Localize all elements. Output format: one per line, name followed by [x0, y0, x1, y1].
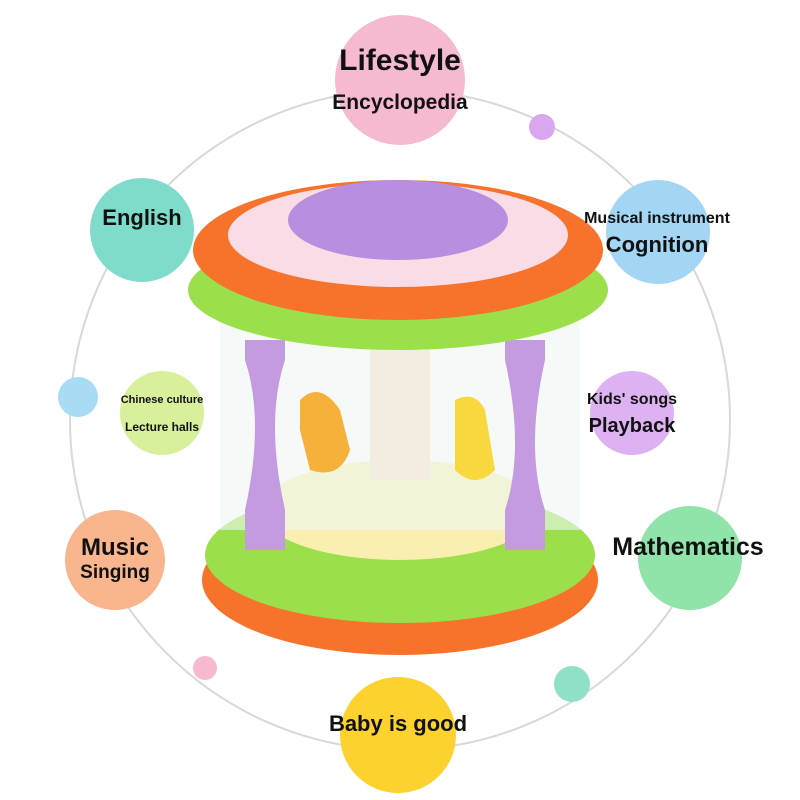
kids-title: Kids' songs — [586, 391, 678, 408]
musical-subtitle: Cognition — [605, 232, 709, 257]
accent-dot-teal — [554, 666, 590, 702]
accent-dot-blue — [58, 377, 98, 417]
feature-music — [65, 510, 165, 610]
chinese-subtitle: Lecture halls — [124, 420, 200, 434]
english-title: English — [102, 205, 182, 230]
feature-english — [90, 178, 194, 282]
feature-baby — [340, 677, 456, 793]
chinese-title: Chinese culture — [120, 394, 204, 406]
musical-title: Musical instrument — [584, 210, 730, 227]
feature-mathematics — [638, 506, 742, 610]
lifestyle-title: Lifestyle — [339, 44, 461, 77]
baby-title: Baby is good — [328, 711, 468, 736]
toy-drum-pad — [288, 180, 508, 260]
toy-horse-left — [300, 392, 350, 473]
accent-dot-purple — [529, 114, 555, 140]
math-title: Mathematics — [612, 533, 764, 561]
music-subtitle: Singing — [80, 562, 150, 583]
toy-pillar-left — [245, 340, 285, 550]
feature-lifestyle — [335, 15, 465, 145]
feature-chinese-culture — [120, 371, 204, 455]
toy-center-pole — [370, 350, 430, 480]
music-title: Music — [80, 534, 150, 561]
toy-horse-right — [455, 396, 495, 480]
feature-kids-songs — [590, 371, 674, 455]
accent-dot-pink — [193, 656, 217, 680]
kids-subtitle: Playback — [588, 415, 676, 437]
toy-pillar-right — [505, 340, 545, 550]
lifestyle-subtitle: Encyclopedia — [332, 91, 468, 114]
feature-musical-instrument — [606, 180, 710, 284]
